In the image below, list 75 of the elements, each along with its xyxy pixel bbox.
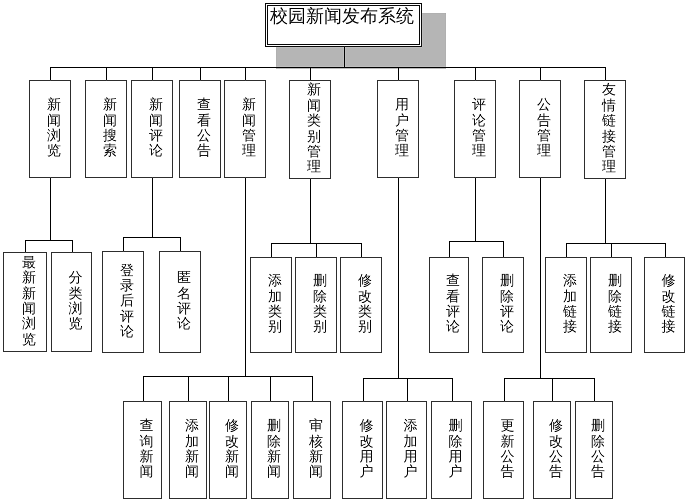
module-label: 查询新闻 xyxy=(140,419,154,481)
module-box xyxy=(431,401,472,499)
system-title: 校园新闻发布系统 xyxy=(269,6,414,28)
module-box xyxy=(179,80,221,178)
module-box xyxy=(131,80,173,178)
module-label: 更新公告 xyxy=(500,419,514,481)
module-label: 审核新闻 xyxy=(309,419,323,481)
module-box xyxy=(533,401,571,499)
module-label: 匿名评论 xyxy=(177,271,191,333)
module-box xyxy=(51,252,92,352)
module-label: 查看评论 xyxy=(446,274,460,336)
module-box xyxy=(250,257,292,353)
module-box xyxy=(85,80,127,178)
module-box xyxy=(575,401,613,499)
module-label: 修改公告 xyxy=(549,419,563,481)
module-label: 登录后评论 xyxy=(120,264,134,340)
module-box xyxy=(482,257,524,353)
module-box xyxy=(209,401,247,499)
module-label: 公告管理 xyxy=(537,98,551,160)
module-label: 修改新闻 xyxy=(225,419,239,481)
module-label: 新闻评论 xyxy=(149,98,163,160)
module-box xyxy=(102,251,144,353)
module-box xyxy=(342,401,383,499)
module-label: 添加新闻 xyxy=(185,419,199,481)
module-label: 修改用户 xyxy=(360,419,374,481)
module-label: 添加链接 xyxy=(563,274,577,336)
connector-line xyxy=(50,178,73,252)
module-label: 删除类别 xyxy=(313,274,327,336)
module-label: 删除新闻 xyxy=(267,419,281,481)
module-box xyxy=(295,257,337,353)
module-box xyxy=(519,80,561,178)
module-box xyxy=(454,80,496,178)
module-label: 用户管理 xyxy=(395,98,409,160)
module-box xyxy=(429,257,469,353)
module-box xyxy=(293,401,331,499)
module-box xyxy=(584,80,626,179)
module-box xyxy=(159,251,201,353)
system-box xyxy=(265,3,422,47)
module-box xyxy=(590,257,632,353)
module-box xyxy=(545,257,587,353)
module-label: 添加用户 xyxy=(404,419,418,481)
module-label: 删除链接 xyxy=(608,274,622,336)
module-box xyxy=(3,252,47,352)
module-label: 删除公告 xyxy=(591,419,605,481)
connector-line xyxy=(245,178,313,402)
module-label: 添加类别 xyxy=(268,274,282,336)
module-label: 评论管理 xyxy=(472,98,486,160)
module-label: 新闻浏览 xyxy=(47,98,61,160)
module-box xyxy=(644,257,685,353)
module-label: 新闻搜索 xyxy=(103,98,117,160)
module-label: 修改链接 xyxy=(662,274,676,336)
connector-line xyxy=(540,178,595,402)
connector-line xyxy=(152,178,181,252)
module-label: 最新新闻浏览 xyxy=(22,256,36,348)
module-box xyxy=(289,80,331,179)
connector-line xyxy=(398,178,453,402)
module-box xyxy=(169,401,207,499)
module-label: 删除用户 xyxy=(448,419,462,481)
connector-line xyxy=(605,178,666,258)
module-label: 查看公告 xyxy=(197,98,211,160)
module-box xyxy=(386,401,427,499)
module-box xyxy=(377,80,419,178)
module-label: 分类浏览 xyxy=(68,271,82,333)
module-box xyxy=(123,401,162,499)
module-label: 新闻类别管理 xyxy=(307,83,321,176)
module-label: 修改类别 xyxy=(358,274,372,336)
module-label: 友情链接管理 xyxy=(602,83,616,176)
module-box xyxy=(340,257,382,353)
module-label: 删除评论 xyxy=(500,274,514,336)
module-box xyxy=(224,80,266,178)
connector-line xyxy=(310,178,362,258)
module-box xyxy=(251,401,289,499)
module-box xyxy=(29,80,71,178)
module-label: 新闻管理 xyxy=(242,98,256,160)
module-box xyxy=(483,401,524,499)
